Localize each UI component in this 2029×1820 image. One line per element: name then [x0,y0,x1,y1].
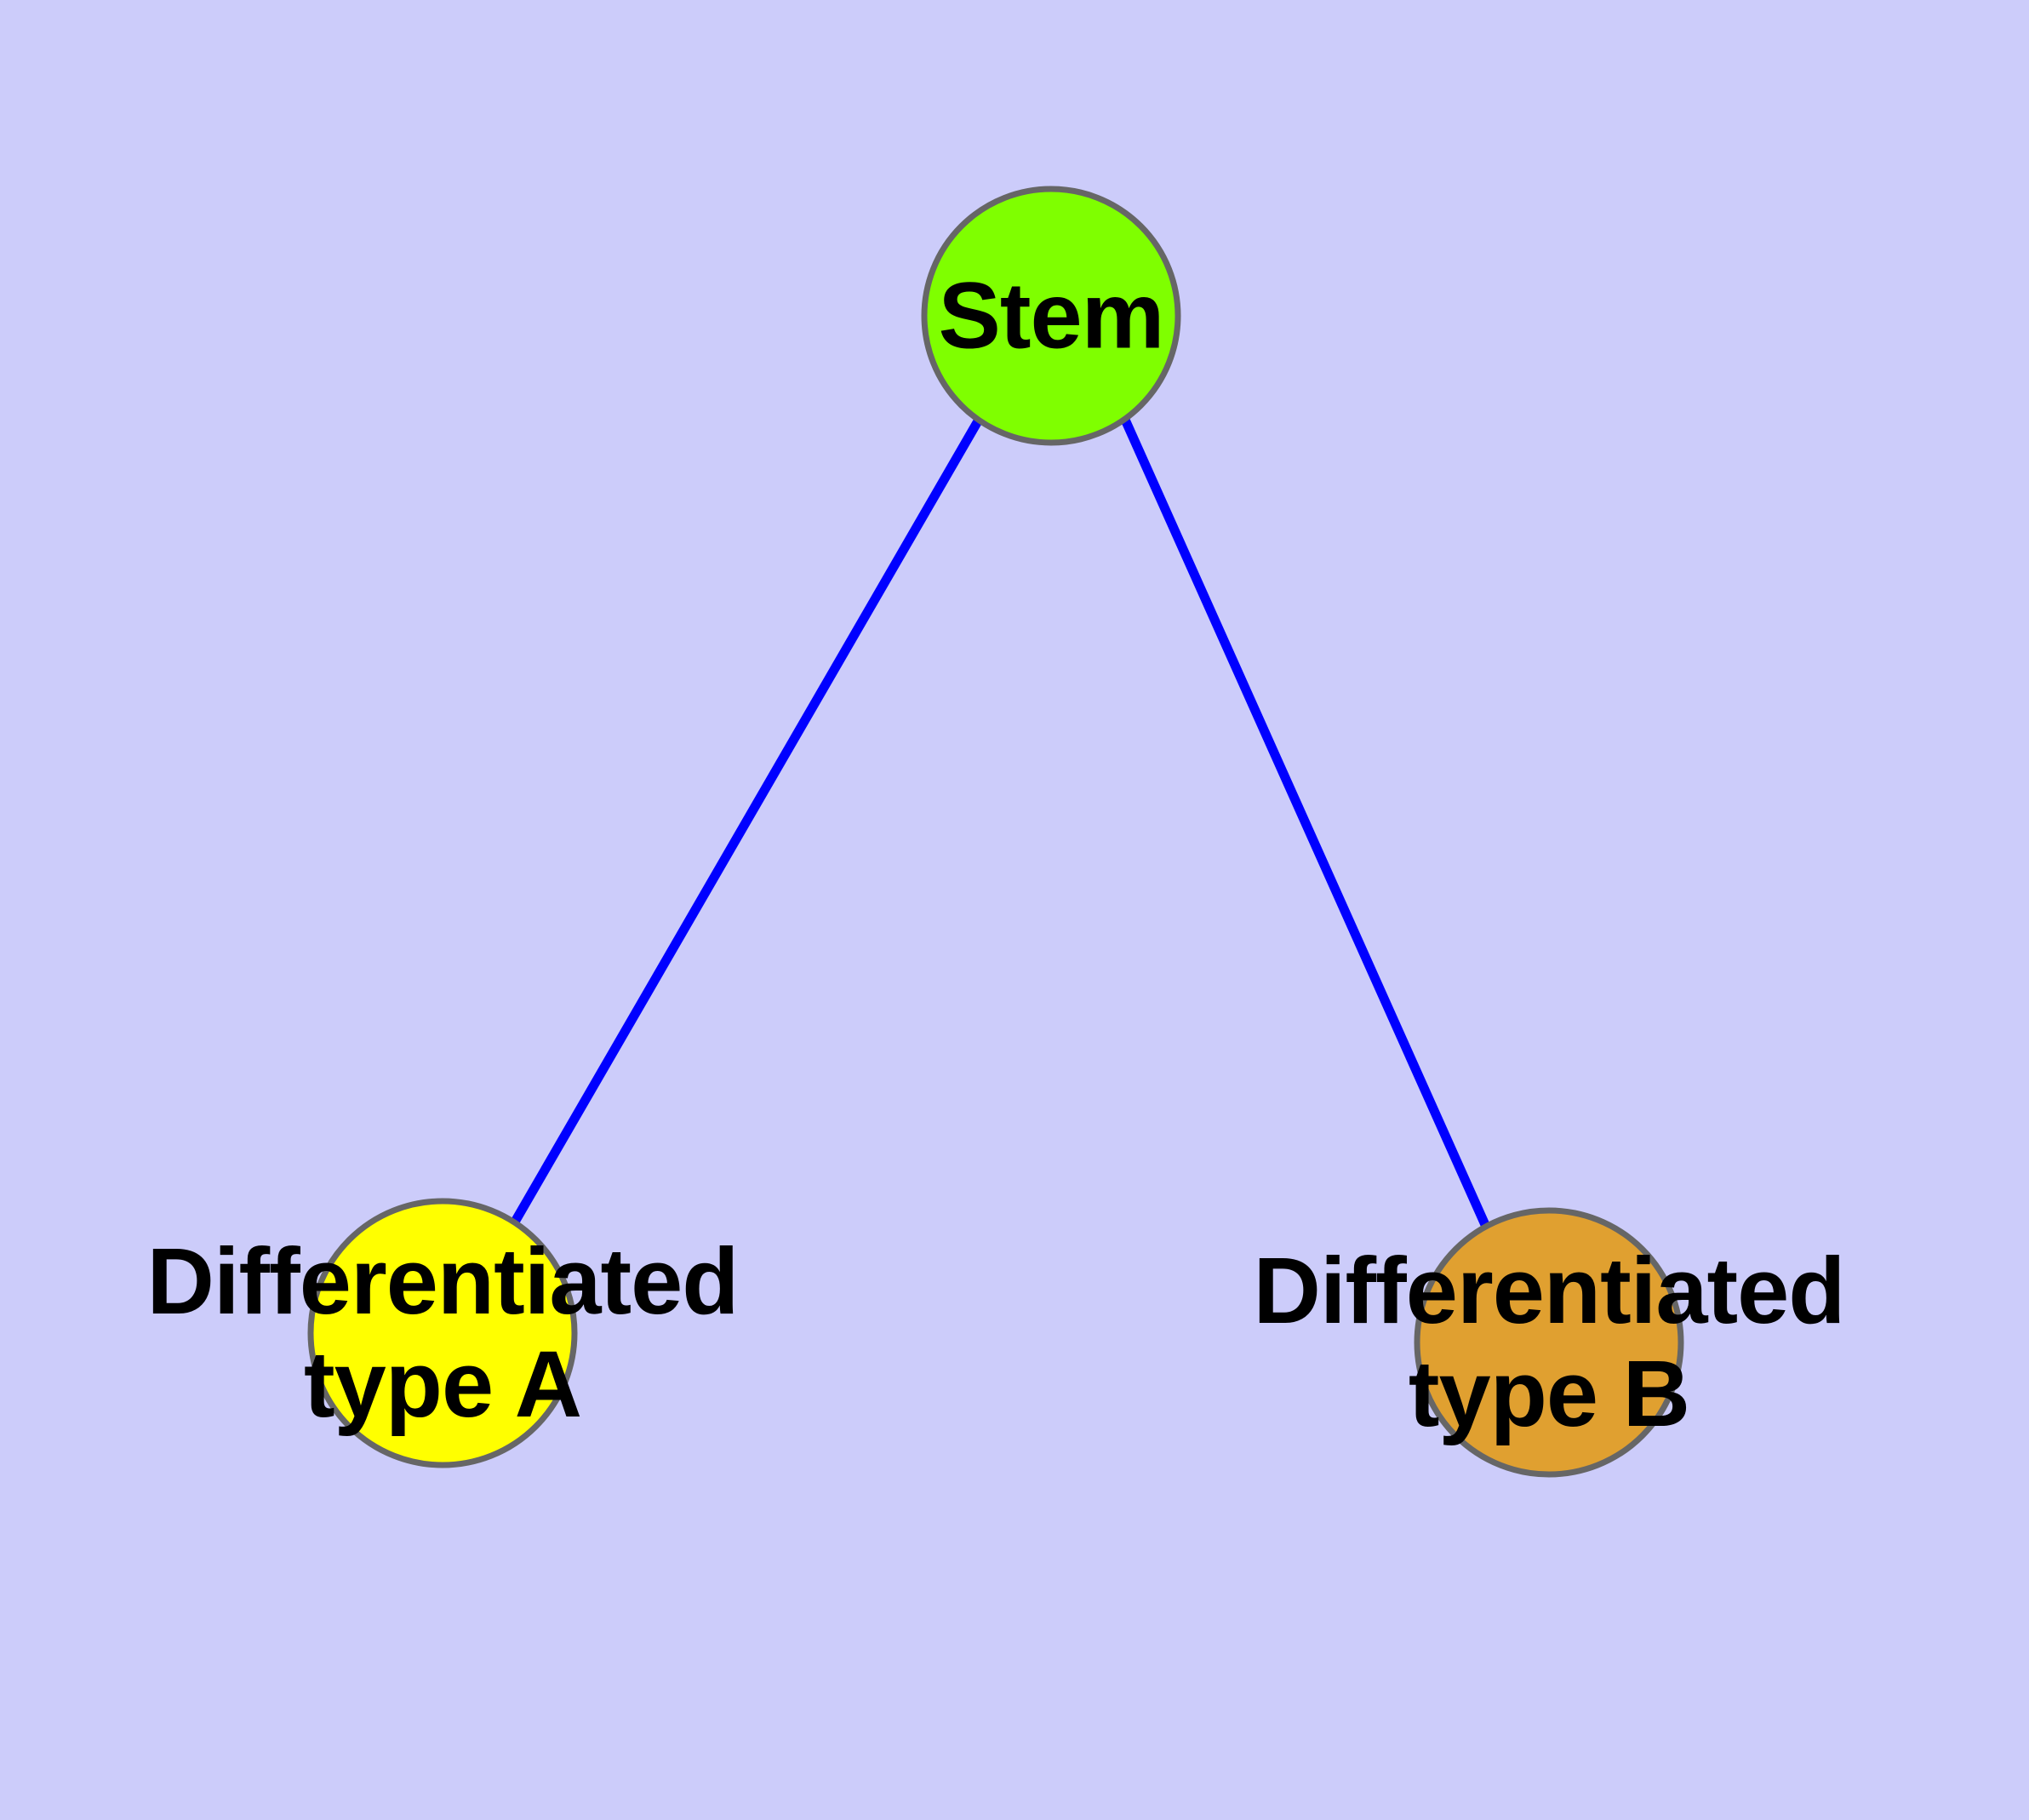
edge-stem-to-diff-a [510,417,983,1226]
edges-layer [510,417,1491,1229]
node-stem[interactable] [921,186,1181,446]
nodes-layer [307,186,1684,1478]
node-diff_b[interactable] [1414,1207,1684,1478]
node-diff_a[interactable] [307,1198,578,1468]
edge-stem-to-diff-b [1120,417,1491,1229]
